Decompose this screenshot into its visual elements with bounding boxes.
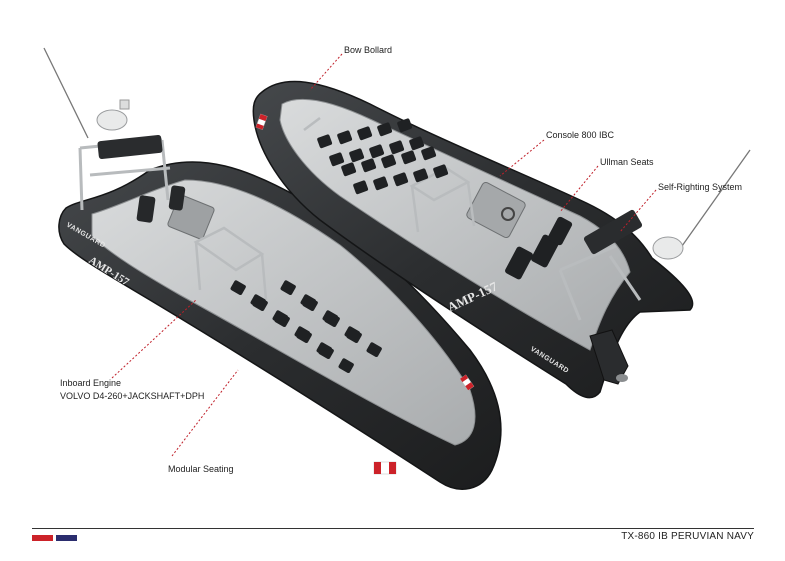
right-arch-frame (558, 244, 642, 321)
passenger-seat (421, 146, 437, 161)
leader-console (499, 139, 545, 177)
right-self-righting-bag (583, 209, 643, 255)
leader-bow-bollard (309, 53, 343, 91)
passenger-seat (369, 144, 385, 159)
right-boat: AMP-157 VANGUARD (252, 80, 751, 399)
passenger-seat (252, 296, 268, 311)
passenger-seat (381, 154, 397, 169)
passenger-seat (341, 162, 357, 177)
passenger-seat (329, 152, 345, 167)
callout-inboard-engine: Inboard Engine (60, 378, 122, 388)
passenger-seat (401, 150, 417, 165)
callout-modular-seating: Modular Seating (168, 464, 234, 474)
passenger-seat (346, 328, 362, 343)
passenger-seat (302, 296, 318, 311)
footer-divider (32, 528, 754, 529)
passenger-seat (317, 134, 333, 149)
left-light-mast (119, 99, 130, 110)
right-radar-dome (652, 236, 684, 260)
passenger-seat (361, 158, 377, 173)
right-outboard-drive (589, 329, 629, 385)
left-boat: AMP-157 VANGUARD (43, 47, 502, 490)
passenger-seat (353, 180, 369, 195)
right-antenna (681, 149, 751, 247)
passenger-seat (393, 172, 409, 187)
callout-inboard-engine-detail: VOLVO D4-260+JACKSHAFT+DPH (60, 391, 205, 401)
left-deck (91, 179, 476, 446)
callout-ullman-seats: Ullman Seats (600, 157, 654, 167)
left-flag-bow (373, 461, 397, 475)
right-console (466, 181, 526, 239)
right-steering-wheel (501, 207, 515, 221)
leader-inboard-engine (111, 299, 197, 379)
leader-self-righting (619, 189, 657, 233)
passenger-seat (357, 126, 373, 141)
footer-bar-red (32, 535, 53, 541)
right-passenger-seats (317, 118, 449, 195)
right-rails (303, 117, 476, 233)
callout-self-righting: Self-Righting System (658, 182, 743, 192)
right-flag-bow (255, 113, 268, 130)
footer-bar-blue (56, 535, 77, 541)
leader-ullman-seats (559, 165, 599, 213)
left-jockey-seats (136, 185, 186, 223)
passenger-seat (389, 140, 405, 155)
passenger-seat (280, 280, 296, 295)
passenger-seat (296, 328, 312, 343)
left-t-top-canopy (97, 135, 163, 159)
passenger-seat (324, 312, 340, 327)
passenger-seat (433, 164, 449, 179)
left-radar-dome (96, 109, 128, 131)
passenger-seat (274, 312, 290, 327)
passenger-seat (366, 342, 382, 357)
passenger-seat (413, 168, 429, 183)
passenger-seat (230, 280, 246, 295)
passenger-seat (338, 358, 354, 373)
footer-title: TX-860 IB PERUVIAN NAVY (621, 531, 754, 542)
passenger-seat (409, 136, 425, 151)
passenger-seat (349, 148, 365, 163)
left-flag-side (459, 374, 475, 391)
leader-lines (111, 53, 657, 457)
callout-bow-bollard: Bow Bollard (344, 45, 393, 55)
left-rails (193, 226, 268, 301)
left-passenger-seats (230, 280, 382, 373)
passenger-seat (373, 176, 389, 191)
right-ullman-seats (505, 216, 573, 280)
passenger-seat (377, 122, 393, 137)
passenger-seat (318, 344, 334, 359)
left-antenna (43, 47, 89, 139)
passenger-seat (397, 118, 413, 133)
passenger-seat (337, 130, 353, 145)
callout-console: Console 800 IBC (546, 130, 615, 140)
leader-modular-seating (171, 369, 239, 457)
